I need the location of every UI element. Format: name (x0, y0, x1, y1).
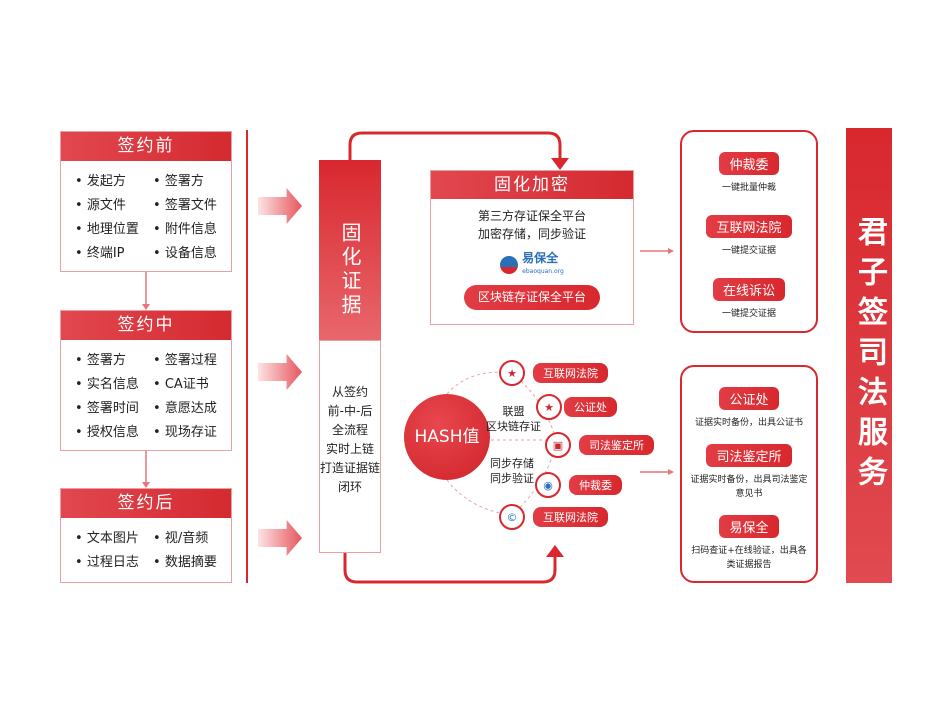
center-desc-line: 闭环 (337, 480, 362, 494)
stage-item: 源文件 (75, 194, 153, 213)
blockchain-platform-button[interactable]: 区块链存证保全平台 (464, 285, 600, 310)
stage-item: 视/音频 (153, 527, 231, 546)
hash-node: ★互联网法院 (499, 360, 608, 386)
stage-item: 文本图片 (75, 527, 153, 546)
stage-title: 签约中 (61, 311, 231, 340)
stage-item: 地理位置 (75, 218, 153, 237)
center-desc-line: 前-中-后 (327, 404, 373, 418)
logo-icon (500, 256, 519, 274)
center-desc-line: 打造证据链 (320, 461, 381, 475)
stage-item: 签署方 (75, 349, 153, 368)
hash-node: ▣司法鉴定所 (545, 432, 654, 458)
service-title: 易保全 (719, 515, 779, 538)
stage-item: 实名信息 (75, 373, 153, 392)
center-title: 固化证据 (319, 160, 381, 340)
stage-item: 授权信息 (75, 421, 153, 440)
service-desc: 一键批量仲裁 (721, 183, 776, 193)
hash-node: ©互联网法院 (499, 504, 608, 530)
stage-item: 签署方 (153, 170, 231, 189)
center-desc-line: 全流程 (331, 423, 368, 437)
encrypt-line: 加密存储，同步验证 (477, 227, 586, 241)
stage-item: 数据摘要 (153, 551, 231, 570)
service-title: 公证处 (719, 387, 779, 410)
stage-item: 终端IP (75, 242, 153, 261)
right-top-box: 仲裁委一键批量仲裁 互联网法院一键提交证据 在线诉讼一键提交证据 (680, 130, 818, 333)
stage-item: 过程日志 (75, 551, 153, 570)
stage-title: 签约后 (61, 489, 231, 518)
right-bottom-box: 公证处证据实时备份，出具公证书 司法鉴定所证据实时备份，出具司法鉴定意见书 易保… (680, 365, 818, 583)
ebaoquan-logo: 易保全 ebaoquan.org (431, 251, 633, 277)
hash-text-1: 联盟区块链存证 (486, 405, 541, 433)
service-desc: 扫码查证+在线验证，出具各类证据报告 (691, 546, 807, 570)
center-desc-line: 实时上链 (325, 442, 374, 456)
encrypt-box: 固化加密 第三方存证保全平台 加密存储，同步验证 易保全 ebaoquan.org… (430, 170, 634, 325)
stage-before-box: 签约前 发起方签署方 源文件签署文件 地理位置附件信息 终端IP设备信息 (60, 131, 232, 272)
stage-after-box: 签约后 文本图片视/音频 过程日志数据摘要 (60, 488, 232, 583)
stage-item: 签署文件 (153, 194, 231, 213)
service-title: 司法鉴定所 (706, 444, 792, 467)
center-desc: 从签约前-中-后全流程实时上链打造证据链闭环 (319, 340, 381, 553)
forensic-seal-icon: ▣ (545, 432, 571, 458)
hash-text-2: 同步存储同步验证 (490, 457, 534, 485)
stage-during-box: 签约中 签署方签署过程 实名信息CA证书 签署时间意愿达成 授权信息现场存证 (60, 310, 232, 451)
stage-item: 签署时间 (75, 397, 153, 416)
stage-title: 签约前 (61, 132, 231, 161)
hash-node: ◉仲裁委 (535, 472, 622, 498)
brand-banner: 君子签司法服务 (846, 128, 892, 583)
service-title: 仲裁委 (719, 152, 779, 175)
service-desc: 一键提交证据 (721, 246, 776, 256)
arbitration-seal-icon: ◉ (535, 472, 561, 498)
service-desc: 证据实时备份，出具公证书 (694, 418, 803, 428)
service-title: 在线诉讼 (712, 278, 785, 301)
court-seal-icon: ★ (499, 360, 525, 386)
notary-seal-icon: ★ (536, 394, 562, 420)
stage-item: 签署过程 (153, 349, 231, 368)
stage-item: 现场存证 (153, 421, 231, 440)
stage-item: 设备信息 (153, 242, 231, 261)
encrypt-line: 第三方存证保全平台 (477, 209, 586, 223)
hash-circle: HASH值 (404, 394, 490, 480)
logo-sub: ebaoquan.org (522, 268, 564, 275)
stage-item: 意愿达成 (153, 397, 231, 416)
stage-item: 发起方 (75, 170, 153, 189)
center-desc-line: 从签约 (331, 385, 368, 399)
stage-item: CA证书 (153, 373, 231, 392)
service-title: 互联网法院 (706, 215, 792, 238)
hash-node: ★公证处 (536, 394, 617, 420)
logo-text: 易保全 (522, 251, 559, 265)
service-desc: 一键提交证据 (721, 309, 776, 319)
copyright-seal-icon: © (499, 504, 525, 530)
service-desc: 证据实时备份，出具司法鉴定意见书 (690, 475, 808, 499)
stage-item: 附件信息 (153, 218, 231, 237)
encrypt-title: 固化加密 (431, 171, 633, 199)
